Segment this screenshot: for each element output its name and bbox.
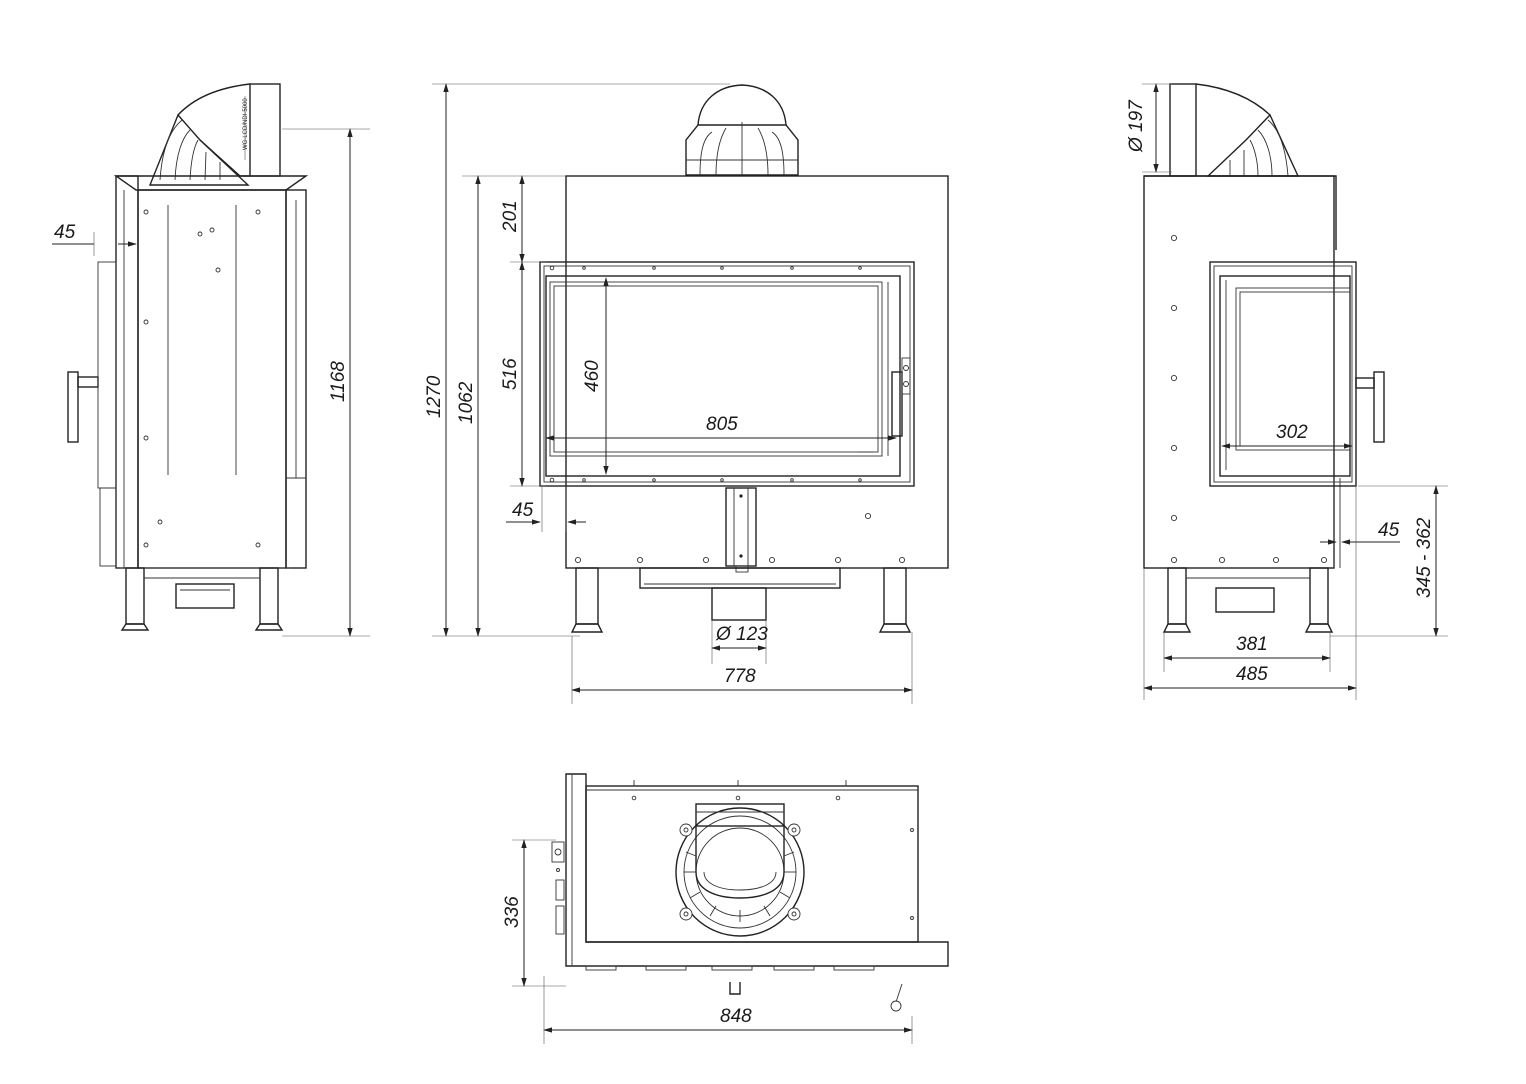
dim-glass-width: 805 [545, 414, 897, 441]
dim-top-depth: 336 [502, 839, 566, 987]
dim-side-height: 1168 [282, 128, 370, 637]
dim-body-height: 1062 [456, 175, 566, 637]
dim-label-45-right: 45 [1378, 520, 1400, 541]
top-flue-ring [675, 803, 805, 937]
dim-label-485: 485 [1236, 664, 1268, 685]
dim-front-offset: 45 [506, 486, 586, 532]
front-air-intake [725, 487, 757, 573]
right-body [1143, 175, 1385, 569]
dim-label-381: 381 [1236, 634, 1268, 655]
dim-flue-diameter: Ø 197 [1126, 83, 1172, 173]
front-legs [570, 567, 912, 633]
dim-top-section: 201 [500, 175, 546, 263]
dim-label-d123: Ø 123 [715, 624, 768, 645]
right-side-view: Ø 197 302 45 345 - 362 381 485 [1126, 83, 1448, 700]
dim-label-848: 848 [720, 1006, 752, 1027]
top-body [551, 773, 949, 1012]
flue-elbow-right [1169, 83, 1300, 177]
dim-label-302: 302 [1276, 422, 1308, 443]
dim-side-width-inner: 381 [1163, 632, 1331, 672]
right-legs [1162, 567, 1334, 633]
left-legs [120, 567, 284, 631]
dim-side-width: 485 [1143, 486, 1357, 700]
dim-opening-height: 516 [500, 261, 546, 487]
dim-label-778: 778 [724, 666, 756, 687]
dim-side-left-offset: 45 [52, 222, 137, 256]
dim-total-height: 1270 [424, 83, 730, 637]
dim-label-45-left: 45 [54, 222, 76, 243]
dim-label-201: 201 [500, 200, 521, 233]
front-bolts [574, 512, 906, 564]
front-flue [685, 84, 799, 176]
dim-label-460: 460 [582, 360, 603, 392]
dim-front-width: 778 [571, 632, 913, 704]
dim-label-1062: 1062 [456, 381, 477, 424]
dim-floor-to-opening: 345 - 362 [1330, 485, 1448, 637]
left-body [67, 175, 307, 569]
front-door [539, 261, 915, 487]
left-side-view: WG-LCD/NDI-5000 [52, 83, 370, 637]
dim-label-516: 516 [500, 358, 521, 390]
dim-glass-height: 460 [582, 277, 609, 475]
dim-top-width: 848 [543, 976, 913, 1044]
dim-label-805: 805 [706, 414, 738, 435]
dim-label-d197: Ø 197 [1126, 99, 1147, 153]
flue-elbow-left: WG-LCD/NDI-5000 [148, 83, 281, 186]
dim-label-336: 336 [502, 896, 523, 928]
dim-label-345-362: 345 - 362 [1414, 517, 1435, 598]
dim-right-offset: 45 [1320, 520, 1400, 545]
pipe-marking: WG-LCD/NDI-5000 [243, 98, 249, 150]
front-body [565, 175, 949, 569]
dim-outlet-diameter: Ø 123 [711, 620, 768, 664]
dim-side-glass-width: 302 [1221, 422, 1353, 449]
dim-label-1270: 1270 [424, 375, 445, 418]
dim-label-45-front: 45 [512, 500, 534, 521]
front-view: 1270 1062 201 516 460 805 [424, 83, 949, 704]
top-view: 336 848 [502, 773, 949, 1044]
dim-label-1168: 1168 [328, 361, 349, 402]
